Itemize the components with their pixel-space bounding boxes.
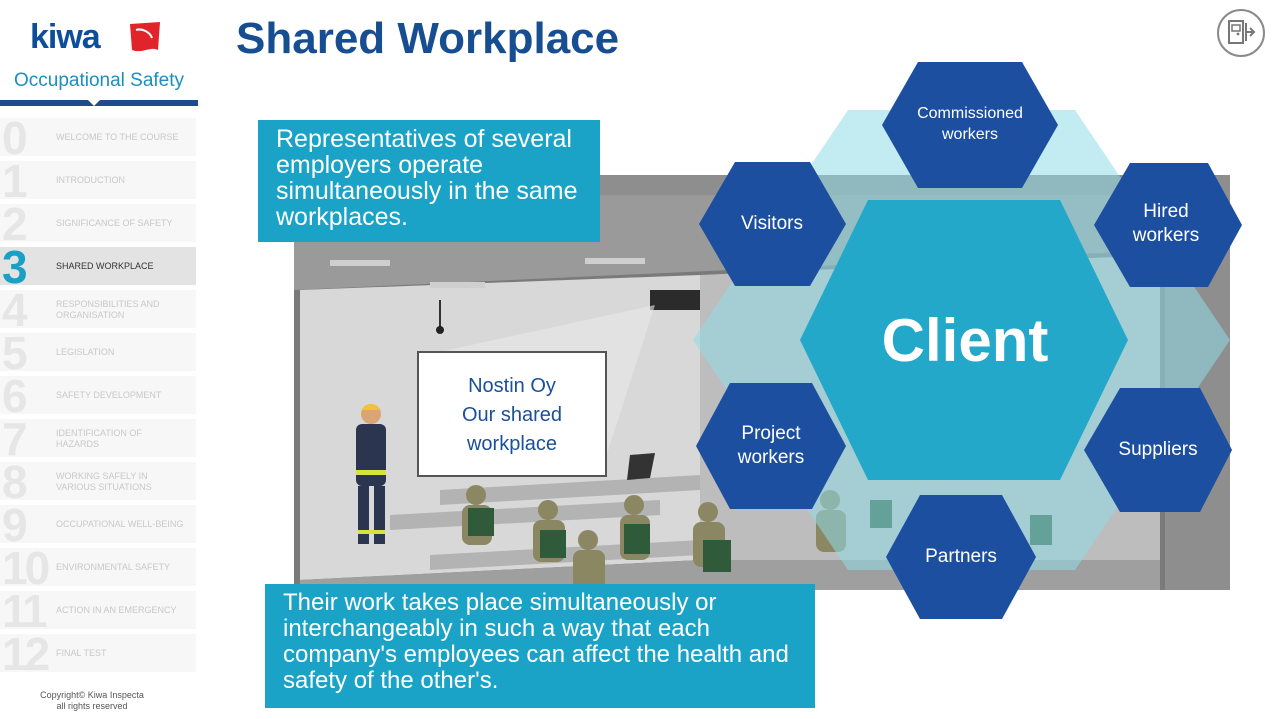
chapter-label: ENVIRONMENTAL SAFETY: [56, 562, 171, 572]
screen-line-1: Nostin Oy: [468, 375, 556, 397]
chapter-label: LEGISLATION: [56, 347, 115, 357]
chapter-number: 4: [2, 283, 28, 336]
chapter-item-0[interactable]: 0 WELCOME TO THE COURSE: [0, 111, 198, 164]
chapter-label: IDENTIFICATION OF HAZARDS: [56, 427, 142, 449]
logo-flag-icon: [130, 22, 160, 52]
chapter-number: 10: [2, 541, 50, 594]
chapter-number: 2: [2, 197, 28, 250]
screen-line-2: Our shared: [461, 404, 563, 426]
chapter-item-8[interactable]: 8 WORKING SAFELY IN VARIOUS SITUATIONS: [0, 455, 198, 508]
chapter-menu: 0 WELCOME TO THE COURSE 1 INTRODUCTION 2 SI…: [0, 111, 198, 680]
callout-bottom: Their work takes place simultaneously or…: [265, 584, 815, 708]
chapter-item-5[interactable]: 5 LEGISLATION: [0, 326, 198, 379]
chapter-label: FINAL TEST: [56, 648, 107, 658]
chapter-number: 11: [2, 584, 48, 637]
chapter-number: 12: [2, 627, 50, 680]
chapter-label: SIGNIFICANCE OF SAFETY: [56, 218, 173, 228]
chapter-label: SAFETY DEVELOPMENT: [56, 390, 162, 400]
chapter-item-12[interactable]: 12 FINAL TEST: [0, 627, 198, 680]
hired-workers-label: Hired workers: [1132, 201, 1200, 246]
chapter-number: 3: [2, 240, 28, 293]
chapter-label: WORKING SAFELY IN VARIOUS SITUATIONS: [56, 470, 152, 492]
chapter-label: INTRODUCTION: [56, 175, 125, 185]
chapter-item-9[interactable]: 9 OCCUPATIONAL WELL-BEING: [0, 498, 198, 551]
projection-screen-text: Nostin Oy Our shared workplace: [418, 372, 606, 459]
chapter-item-10[interactable]: 10 ENVIRONMENTAL SAFETY: [0, 541, 198, 594]
worker-figure: [356, 404, 386, 544]
visitors-label: Visitors: [741, 213, 803, 234]
chapter-number: 9: [2, 498, 28, 551]
chapter-number: 8: [2, 455, 28, 508]
copyright-line-2: all rights reserved: [56, 701, 128, 711]
page-title: Shared Workplace: [236, 14, 620, 63]
course-sidebar: kiwa Occupational Safety 0 WELCOME TO THE…: [0, 0, 200, 719]
kiwa-logo: kiwa: [30, 18, 165, 64]
project-workers-label: Project workers: [737, 423, 805, 468]
partners-label: Partners: [925, 546, 997, 567]
chapter-number: 7: [2, 412, 28, 465]
client-label: Client: [881, 307, 1049, 374]
commissioned-workers-label: Commissioned workers: [917, 105, 1023, 143]
copyright-line-1: Copyright© Kiwa Inspecta: [40, 690, 144, 700]
exit-door-icon: [1217, 9, 1265, 57]
divider-notch: [86, 98, 102, 106]
chapter-number: 5: [2, 326, 28, 379]
chapter-item-2[interactable]: 2 SIGNIFICANCE OF SAFETY: [0, 197, 198, 250]
copyright-notice: Copyright© Kiwa Inspecta all rights rese…: [0, 690, 184, 712]
chapter-item-6[interactable]: 6 SAFETY DEVELOPMENT: [0, 369, 198, 422]
chapter-item-4[interactable]: 4 RESPONSIBILITIES AND ORGANISATION: [0, 283, 198, 336]
suppliers-label: Suppliers: [1118, 439, 1198, 460]
chapter-label: SHARED WORKPLACE: [56, 261, 154, 271]
chapter-item-3[interactable]: 3 SHARED WORKPLACE: [0, 240, 198, 293]
chapter-number: 0: [2, 111, 28, 164]
logo-text: kiwa: [30, 18, 101, 56]
chapter-item-1[interactable]: 1 INTRODUCTION: [0, 154, 198, 207]
exit-button[interactable]: [1216, 8, 1266, 58]
chapter-label: WELCOME TO THE COURSE: [56, 132, 179, 142]
chapter-label: ACTION IN AN EMERGENCY: [56, 605, 177, 615]
chapter-number: 1: [2, 154, 28, 207]
course-title: Occupational Safety: [13, 70, 185, 91]
chapter-item-7[interactable]: 7 IDENTIFICATION OF HAZARDS: [0, 412, 198, 465]
chapter-label: RESPONSIBILITIES AND ORGANISATION: [56, 298, 160, 320]
screen-line-3: workplace: [466, 433, 558, 455]
chapter-number: 6: [2, 369, 28, 422]
chapter-label: OCCUPATIONAL WELL-BEING: [56, 519, 184, 529]
callout-top: Representatives of several employers ope…: [258, 120, 600, 242]
chapter-item-11[interactable]: 11 ACTION IN AN EMERGENCY: [0, 584, 198, 637]
